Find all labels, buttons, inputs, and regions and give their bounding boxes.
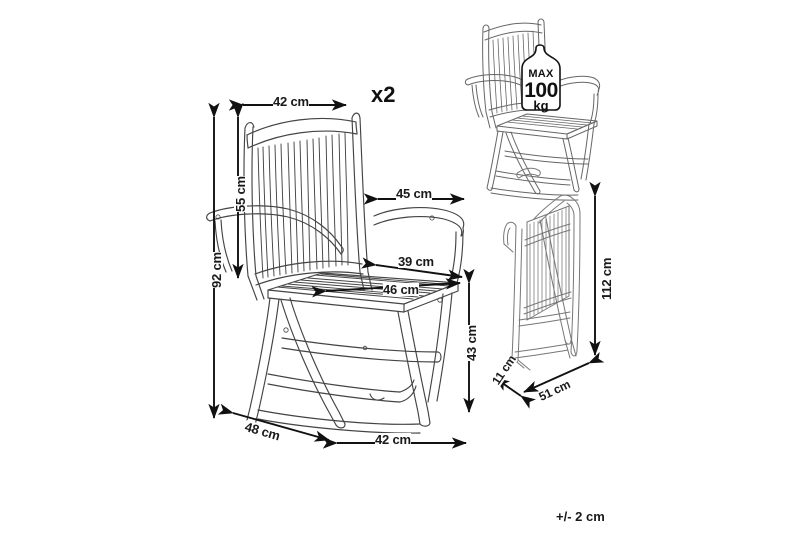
main-chair-drawing: [206, 112, 465, 434]
dimension-label-seat-depth: 39 cm: [398, 254, 434, 269]
dimension-label-seat-to-top: 55 cm: [233, 176, 248, 212]
max-load-weight-tag: [521, 44, 561, 111]
dimension-label-seat-height: 43 cm: [464, 325, 479, 361]
max-load-word: MAX: [528, 68, 554, 80]
dimension-label-total-height: 92 cm: [209, 252, 224, 288]
max-load-unit: kg: [533, 98, 549, 113]
dimension-label-backrest-width: 42 cm: [273, 94, 309, 109]
max-load-value: 100: [524, 79, 558, 102]
tolerance-note: +/- 2 cm: [556, 509, 605, 524]
dimension-label-armrest-depth: 45 cm: [396, 186, 432, 201]
quantity-label: x2: [371, 82, 396, 107]
dimension-label-seat-width: 46 cm: [383, 282, 419, 297]
dimension-label-base-width: 42 cm: [375, 432, 411, 447]
dimension-label-folded-height: 112 cm: [599, 257, 614, 300]
